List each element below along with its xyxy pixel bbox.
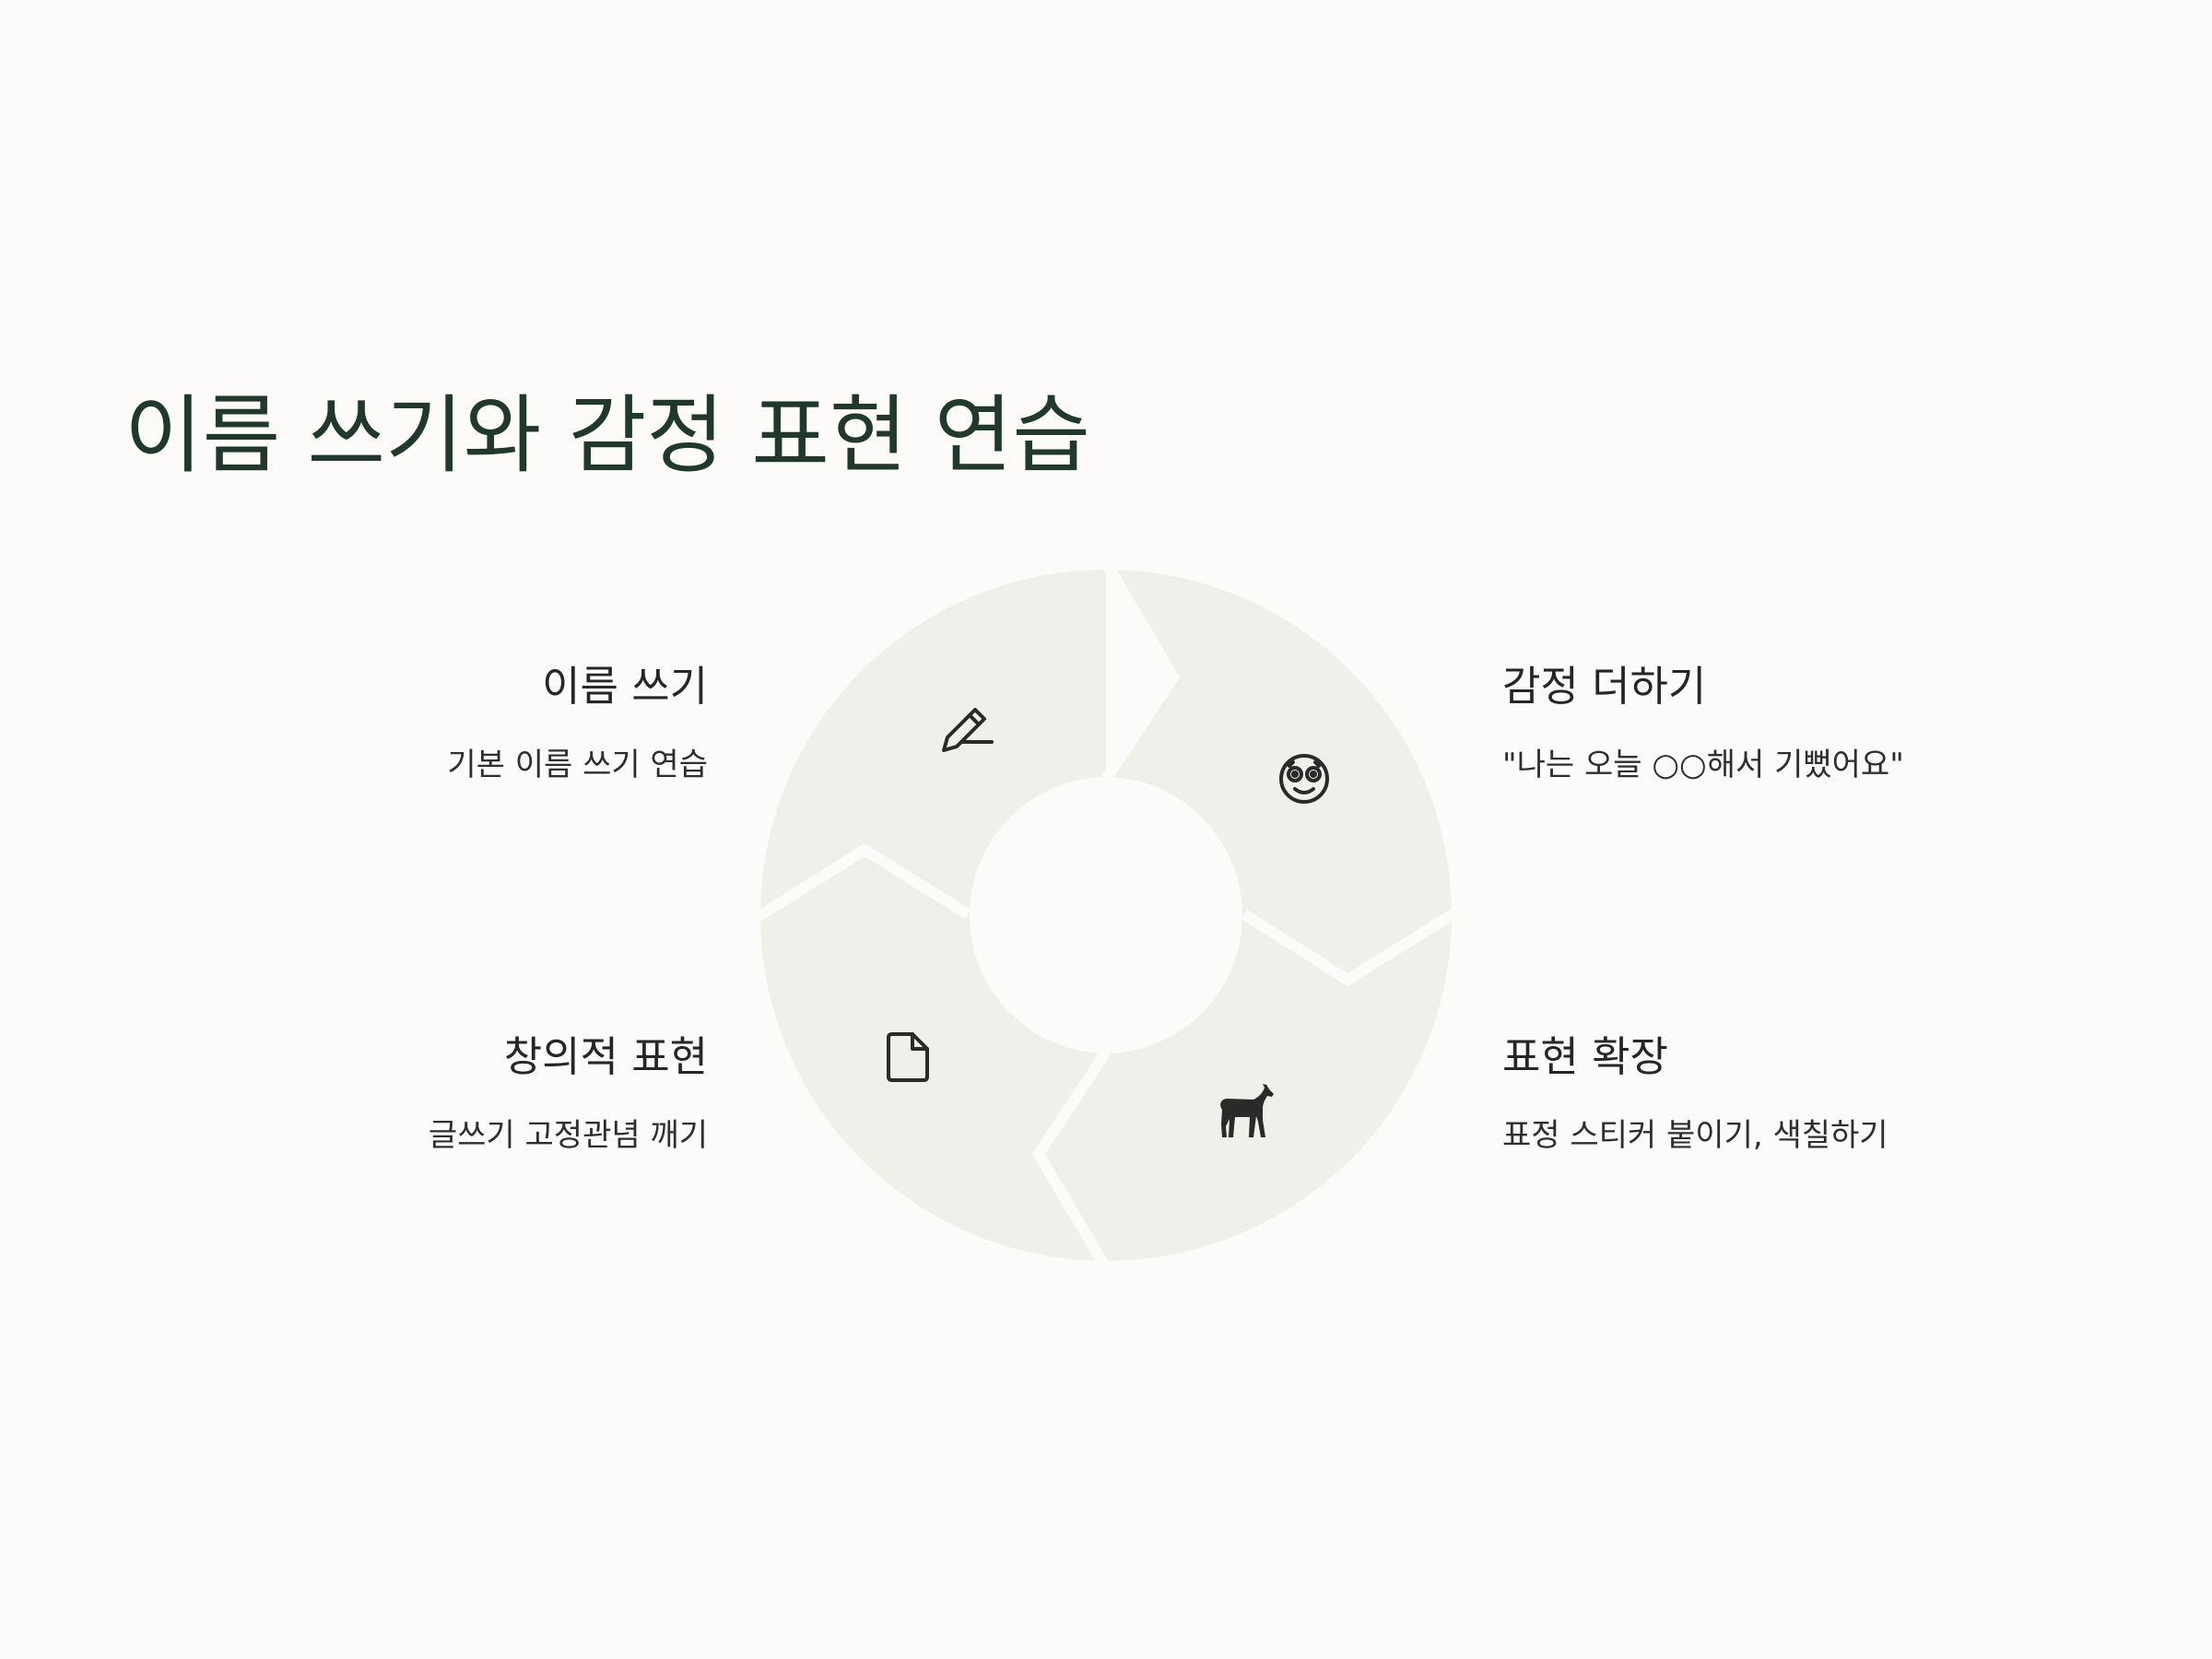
pencil-icon — [942, 708, 994, 752]
cycle-segment-bottom-right — [1039, 914, 1452, 1261]
cycle-segment-top-right — [1106, 570, 1452, 980]
step-heading-creative-expression: 창의적 표현 — [503, 1032, 708, 1081]
smiley-face-icon — [1279, 754, 1329, 804]
page-title: 이름 쓰기와 감정 표현 연습 — [124, 386, 1091, 485]
step-description-expansion: 표정 스티커 붙이기, 색칠하기 — [1502, 1117, 1888, 1154]
step-heading-expansion: 표현 확장 — [1502, 1032, 1668, 1081]
cycle-segment-bottom-left — [760, 850, 1106, 1261]
cycle-segment-top-left — [760, 570, 1106, 915]
step-heading-adding-emotion: 감정 더하기 — [1502, 662, 1707, 711]
step-description-name-writing: 기본 이름 쓰기 연습 — [447, 747, 708, 783]
step-description-creative-expression: 글쓰기 고정관념 깨기 — [428, 1117, 708, 1154]
horse-icon — [1220, 1084, 1274, 1137]
document-icon — [887, 1032, 929, 1082]
step-heading-name-writing: 이름 쓰기 — [542, 662, 708, 711]
step-description-adding-emotion: "나는 오늘 ○○해서 기뻤어요" — [1502, 747, 1904, 783]
segment-separators — [749, 559, 1463, 1272]
